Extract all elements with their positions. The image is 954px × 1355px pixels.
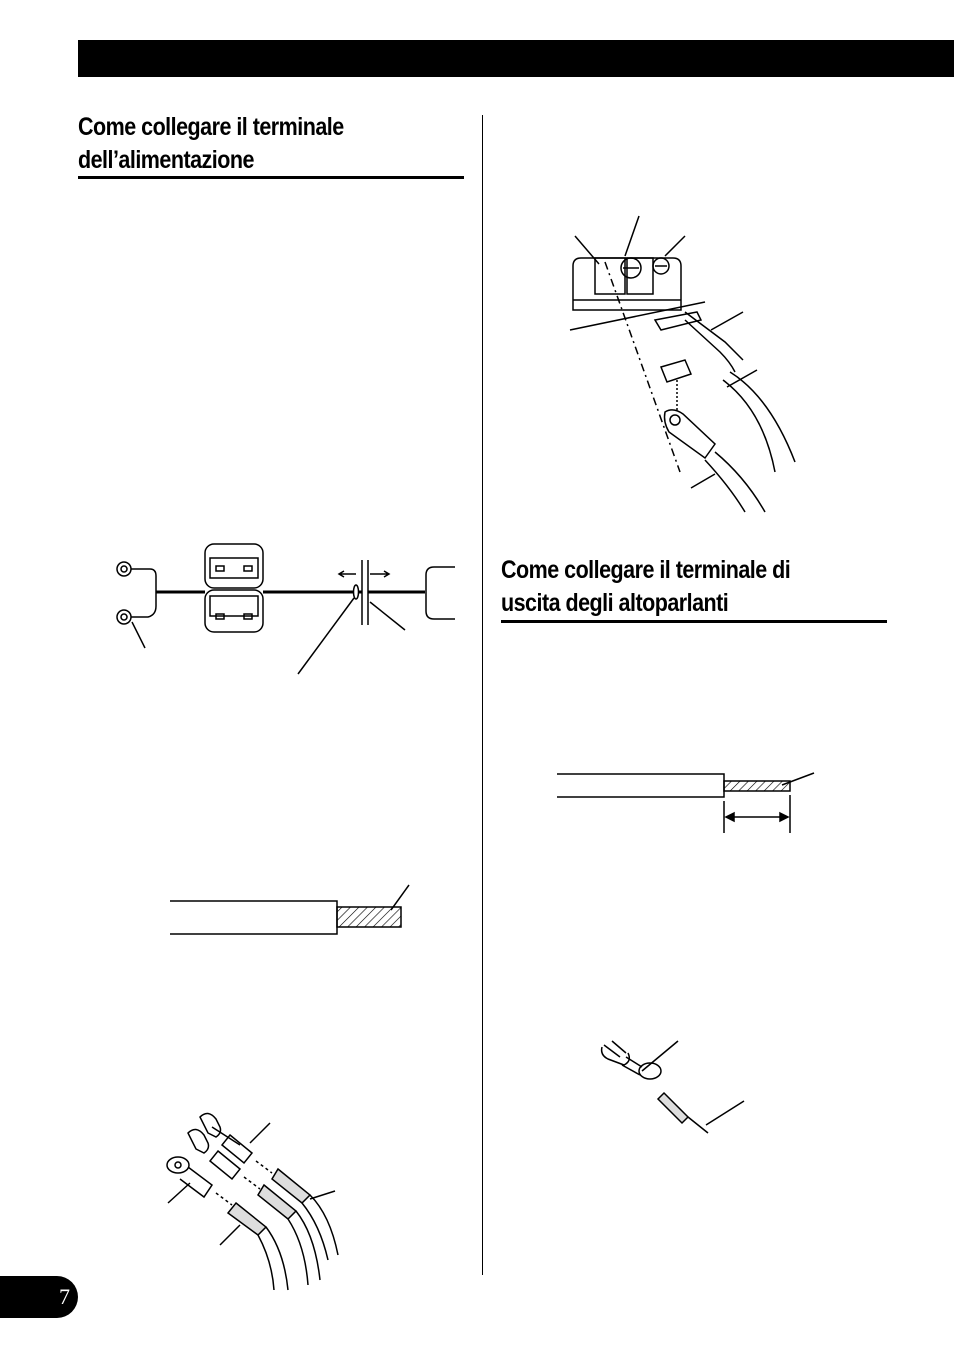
section-title-power: Come collegare il terminale dell’aliment…	[78, 111, 344, 177]
page-number: 7	[0, 1276, 78, 1318]
header-bar	[78, 40, 954, 77]
section-title-speaker: Come collegare il terminale di uscita de…	[501, 554, 791, 620]
section-title-speaker-line1: Come collegare il terminale di	[501, 556, 791, 584]
section-rule-power	[78, 176, 464, 179]
speaker-spade-terminal	[598, 1035, 758, 1135]
terminal-block-diagram	[565, 212, 805, 512]
stripped-wire-power	[165, 880, 415, 945]
section-title-power-line1: Come collegare il terminale	[78, 113, 344, 141]
section-rule-speaker	[501, 620, 887, 623]
power-cable-fuse-diagram	[100, 530, 470, 680]
stripped-wire-speaker	[552, 765, 822, 840]
column-divider	[482, 115, 483, 1275]
section-title-speaker-line2: uscita degli altoparlanti	[501, 589, 729, 617]
crimp-terminals-diagram	[160, 1105, 350, 1290]
section-title-power-line2: dell’alimentazione	[78, 146, 254, 174]
